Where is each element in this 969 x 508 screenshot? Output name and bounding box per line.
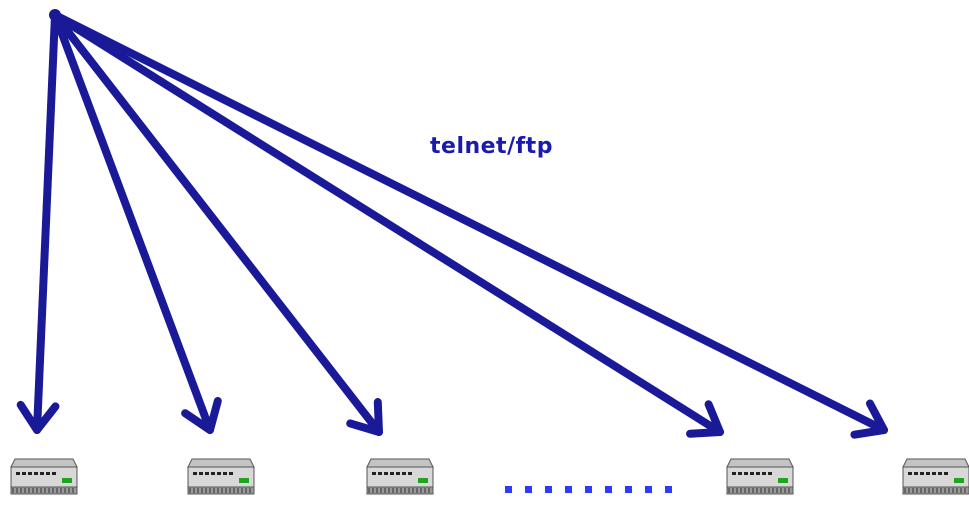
arrow-head (16, 400, 60, 434)
arrow-shaft (51, 11, 383, 436)
network-switch-icon (902, 458, 969, 495)
network-switch-icon (10, 458, 78, 495)
network-switch-icon (366, 458, 434, 495)
arrow-shaft (33, 11, 59, 434)
arrow-shaft (51, 11, 214, 434)
arrow-head (850, 399, 888, 439)
arrow-1 (16, 11, 60, 434)
protocol-label: telnet/ftp (430, 134, 553, 159)
network-switch-icon (726, 458, 794, 495)
arrow-head (346, 398, 383, 436)
arrow-4 (51, 11, 724, 438)
arrow-shaft (51, 11, 724, 436)
arrow-shaft (51, 11, 888, 434)
arrow-5 (51, 11, 888, 439)
arrow-2 (51, 11, 222, 434)
ellipsis-dots-icon (505, 486, 672, 493)
arrow-head (181, 397, 222, 434)
arrow-3 (51, 11, 383, 436)
arrow-head (686, 400, 724, 438)
network-switch-icon (187, 458, 255, 495)
